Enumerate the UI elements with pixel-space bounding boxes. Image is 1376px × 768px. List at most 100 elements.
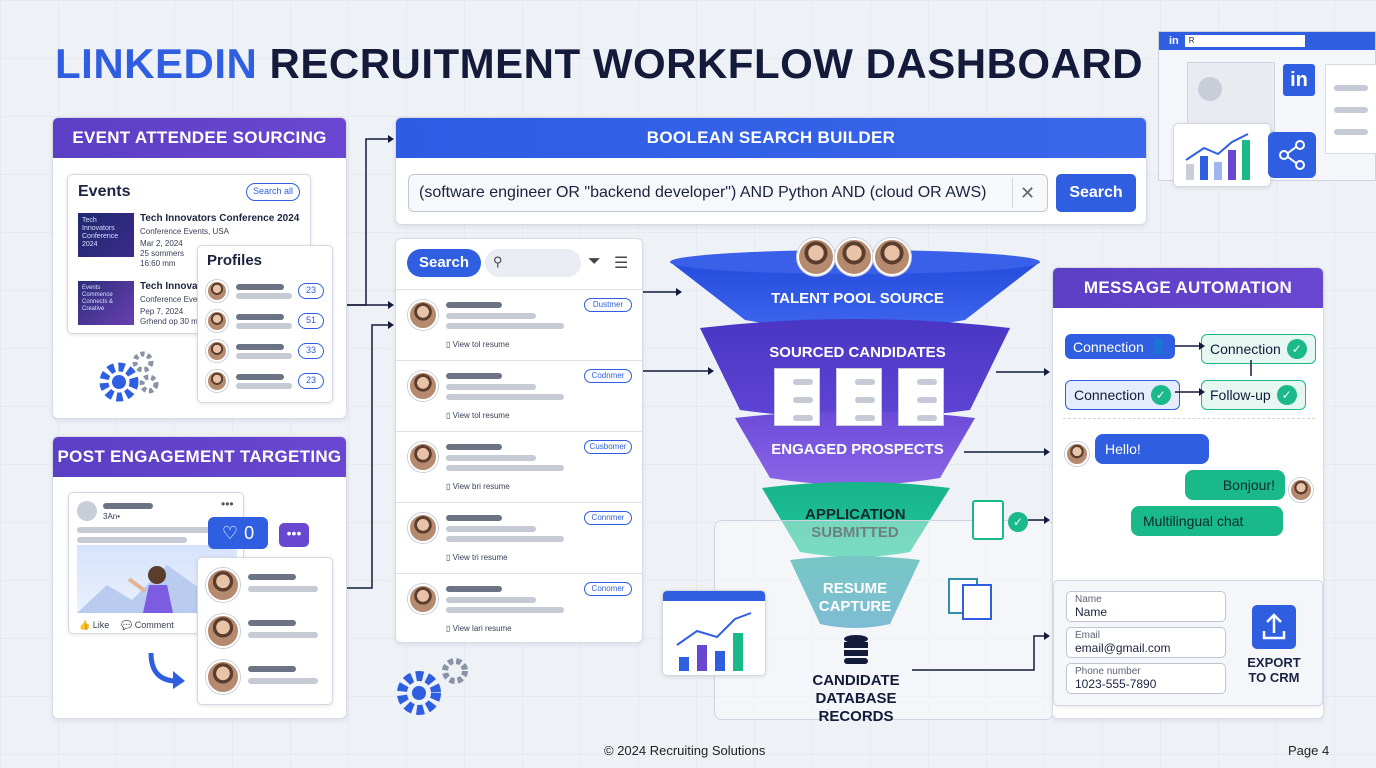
browser-bar: in R: [1159, 32, 1375, 50]
result-row[interactable]: Codnmer ▯ View tol resume: [396, 360, 642, 430]
event-name: Tech Innovators Conference 2024: [140, 213, 300, 224]
post-engagement-header: POST ENGAGEMENT TARGETING: [53, 437, 346, 477]
results-search-input[interactable]: ⚲: [485, 249, 581, 277]
event-date: Mar 2, 2024: [140, 239, 183, 248]
result-row[interactable]: Connmer ▯ View tri resume: [396, 502, 642, 572]
flow-follow-up[interactable]: Follow-up✓: [1201, 380, 1306, 410]
database-frame: [714, 520, 1054, 720]
side-card: [1325, 64, 1376, 154]
stage-engaged: ENGAGED PROSPECTS: [771, 441, 944, 458]
document-icon: ▯: [446, 411, 451, 420]
check-icon: ✓: [1276, 385, 1297, 405]
gears-icon: [397, 658, 468, 715]
export-to-crm-label[interactable]: EXPORT TO CRM: [1247, 655, 1301, 685]
like-button[interactable]: 👍 Like: [79, 620, 110, 630]
view-resume-link[interactable]: ▯ View tri resume: [446, 553, 508, 562]
avatar: [206, 340, 228, 362]
flow-connection-1[interactable]: Connection👤: [1065, 334, 1176, 359]
profiles-title: Profiles: [207, 252, 263, 269]
profile-row[interactable]: 51: [206, 310, 328, 334]
linkedin-preview: in R in: [1158, 31, 1376, 181]
avatar-placeholder: [1198, 77, 1222, 101]
flow-connection-3[interactable]: Connection✓: [1065, 380, 1180, 410]
result-status-badge: Dustmer: [584, 298, 632, 312]
funnel-labels: TALENT POOL SOURCE SOURCED CANDIDATES EN…: [665, 288, 1050, 688]
sliders-icon[interactable]: ☰: [614, 255, 629, 272]
view-resume-link[interactable]: ▯ View lari resume: [446, 624, 512, 633]
linkedin-mini-logo: in: [1169, 35, 1179, 47]
check-icon: ✓: [1286, 339, 1307, 359]
view-resume-link[interactable]: ▯ View tol resume: [446, 340, 510, 349]
page-title: LINKEDIN RECRUITMENT WORKFLOW DASHBOARD: [55, 40, 1143, 88]
avatar: [206, 614, 240, 648]
avatar: [1289, 478, 1313, 502]
chat-bonjour: Bonjour!: [1185, 470, 1285, 500]
result-row[interactable]: Dustmer ▯ View tol resume: [396, 289, 642, 359]
avatar: [408, 584, 438, 614]
application-check-icon: ✓: [1008, 512, 1028, 532]
result-status-badge: Conomer: [584, 582, 632, 596]
avatar: [408, 371, 438, 401]
database-label: CANDIDATE DATABASE RECORDS: [812, 672, 900, 725]
event-sourcing-header: EVENT ATTENDEE SOURCING: [53, 118, 346, 158]
document-icon: ▯: [446, 340, 451, 349]
avatar: [206, 370, 228, 392]
result-row[interactable]: Conomer ▯ View lari resume: [396, 573, 642, 642]
chat-hello: Hello!: [1095, 434, 1209, 464]
profile-count-badge: 23: [298, 373, 324, 389]
profile-row[interactable]: 23: [206, 280, 328, 304]
comment-button[interactable]: 💬 Comment: [121, 620, 174, 630]
boolean-search-panel: BOOLEAN SEARCH BUILDER (software enginee…: [395, 117, 1147, 225]
funnel-avatars: [797, 238, 917, 278]
profile-count-badge: 33: [298, 343, 324, 359]
share-icon[interactable]: [1268, 132, 1316, 178]
document-icon: ▯: [446, 624, 451, 633]
database-icon: [842, 634, 870, 666]
profile-row[interactable]: 23: [206, 370, 328, 394]
footer-copyright: © 2024 Recruiting Solutions: [604, 743, 766, 758]
flow-connection-2[interactable]: Connection✓: [1201, 334, 1316, 364]
engagers-card: [197, 557, 333, 705]
search-all-button[interactable]: Search all: [246, 183, 300, 201]
more-options-icon[interactable]: •••: [221, 497, 234, 511]
export-icon[interactable]: [1252, 605, 1296, 649]
avatar: [408, 442, 438, 472]
avatar: [206, 280, 228, 302]
profile-row[interactable]: 33: [206, 340, 328, 364]
person-icon: 👤: [1149, 338, 1168, 354]
event-date: Pep 7, 2024: [140, 307, 184, 316]
event-sourcing-panel: EVENT ATTENDEE SOURCING Events Search al…: [52, 117, 347, 419]
post-engagement-panel: POST ENGAGEMENT TARGETING 3An• ••• 👍 Lik…: [52, 436, 347, 719]
event-meta-2: 16:60 mm: [140, 259, 176, 268]
event-meta: Grhend op 30 m: [140, 317, 198, 326]
boolean-search-header: BOOLEAN SEARCH BUILDER: [396, 118, 1146, 158]
like-count: 0: [244, 522, 255, 543]
clear-icon[interactable]: ✕: [1012, 178, 1042, 208]
profile-count-badge: 23: [298, 283, 324, 299]
boolean-query-input[interactable]: (software engineer OR "backend developer…: [408, 174, 1048, 212]
footer-page: Page 4: [1288, 743, 1330, 758]
title-rest: RECRUITMENT WORKFLOW DASHBOARD: [269, 40, 1144, 87]
message-automation-header: MESSAGE AUTOMATION: [1053, 268, 1323, 308]
search-results-panel: Search ⚲ ⏷ ☰ Dustmer ▯ View tol resume C…: [395, 238, 643, 643]
search-icon: ⚲: [493, 254, 503, 269]
results-search-tab[interactable]: Search: [407, 249, 481, 277]
mini-bar-chart: [1185, 133, 1250, 180]
url-bar[interactable]: R: [1184, 35, 1305, 47]
event-item[interactable]: Events Commence Connects & Creative Tech…: [78, 281, 308, 331]
result-row[interactable]: Cusbomer ▯ View bri resume: [396, 431, 642, 501]
view-resume-link[interactable]: ▯ View tol resume: [446, 411, 510, 420]
boolean-search-button[interactable]: Search: [1056, 174, 1136, 212]
event-thumbnail: Tech Innovators Conference 2024: [78, 213, 134, 257]
event-item[interactable]: Tech Innovators Conference 2024 Tech Inn…: [78, 213, 308, 268]
stage-talent-pool: TALENT POOL SOURCE: [771, 290, 944, 307]
filter-icon[interactable]: ⏷: [588, 253, 601, 270]
curved-arrow-icon: [148, 652, 185, 689]
view-resume-link[interactable]: ▯ View bri resume: [446, 482, 510, 491]
avatar: [408, 513, 438, 543]
document-icon: ▯: [446, 553, 451, 562]
